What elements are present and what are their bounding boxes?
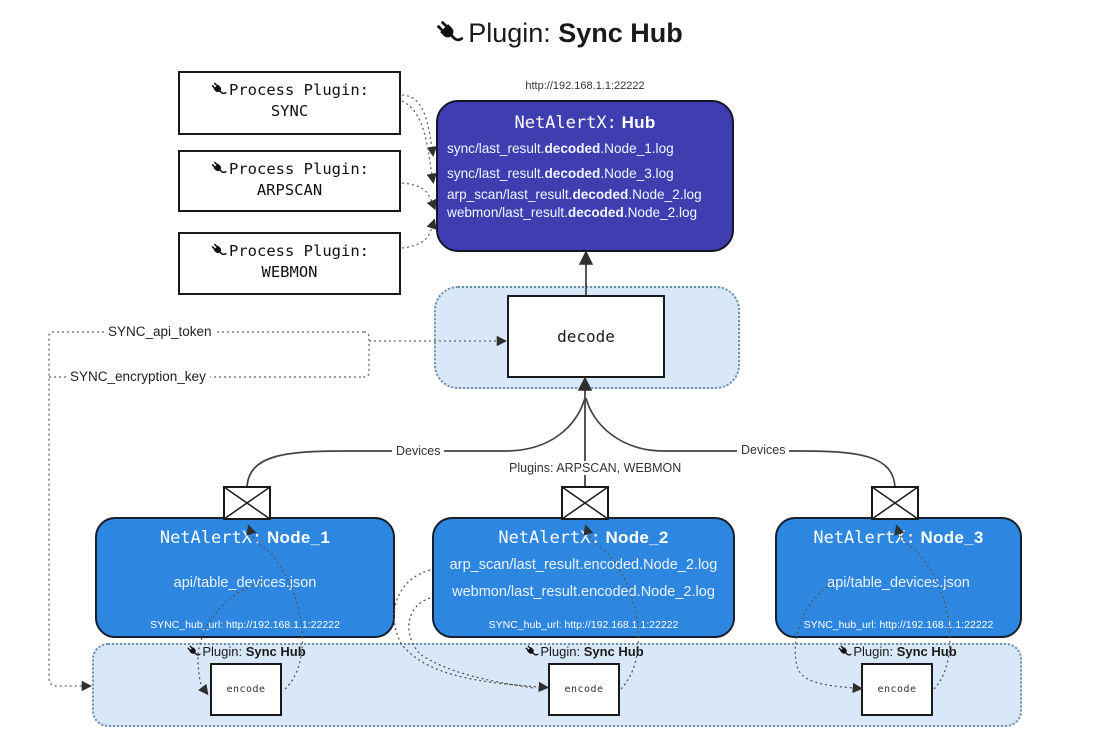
- node-hub-url: SYNC_hub_url: http://192.168.1.1:22222: [803, 619, 994, 631]
- process-plugin-box-sync: Process Plugin: SYNC: [178, 71, 401, 135]
- plug-icon: [210, 160, 227, 177]
- process-plugin-box-webmon: Process Plugin: WEBMON: [178, 232, 401, 295]
- encode-box-3: encode: [861, 663, 933, 716]
- process-plugin-name: WEBMON: [261, 263, 318, 281]
- plug-icon: [524, 644, 539, 659]
- plug-icon: [837, 644, 852, 659]
- page-title-name: Sync Hub: [558, 18, 683, 48]
- sync-encryption-key-label: SYNC_encryption_key: [66, 369, 210, 384]
- encode-label: encode: [226, 684, 266, 695]
- hub-title: NetAlertX: Hub: [438, 113, 732, 133]
- encoder-plugin-label-3: Plugin: Sync Hub: [817, 644, 977, 659]
- node-box-1: NetAlertX: Node_1 api/table_devices.json…: [95, 517, 395, 638]
- node-title: NetAlertX: Node_1: [159, 528, 331, 548]
- encode-label: encode: [877, 684, 917, 695]
- process-plugin-name: ARPSCAN: [256, 181, 323, 199]
- page-title: Plugin: Sync Hub: [0, 18, 1117, 49]
- plugin-to-hub-wires: [401, 94, 437, 249]
- plug-icon: [434, 18, 464, 48]
- sync-api-token-label: SYNC_api_token: [104, 324, 216, 339]
- node-file: api/table_devices.json: [827, 575, 970, 591]
- encode-box-1: encode: [210, 663, 282, 716]
- process-plugin-label: Process Plugin:: [229, 81, 369, 99]
- hub-file-line: arp_scan/last_result.decoded.Node_2.log: [447, 187, 702, 202]
- decode-label: decode: [557, 327, 615, 346]
- encoder-plugin-label-1: Plugin: Sync Hub: [166, 644, 326, 659]
- hub-title-mono: NetAlertX:: [514, 113, 617, 133]
- node-file: arp_scan/last_result.encoded.Node_2.log: [449, 557, 718, 573]
- process-plugin-label: Process Plugin:: [229, 160, 369, 178]
- decode-box: decode: [507, 295, 665, 378]
- node-title: NetAlertX: Node_2: [498, 528, 669, 548]
- hub-title-name: Hub: [621, 113, 656, 132]
- encoder-plugin-label-2: Plugin: Sync Hub: [504, 644, 664, 659]
- process-plugin-box-arpscan: Process Plugin: ARPSCAN: [178, 150, 401, 212]
- devices-label-right: Devices: [737, 443, 790, 457]
- node-hub-url: SYNC_hub_url: http://192.168.1.1:22222: [488, 619, 679, 631]
- hub-box: NetAlertX: Hub sync/last_result.decoded.…: [436, 100, 734, 252]
- encode-box-2: encode: [548, 663, 620, 716]
- node-title: NetAlertX: Node_3: [813, 528, 984, 548]
- encode-label: encode: [564, 684, 604, 695]
- devices-label-left: Devices: [392, 444, 445, 458]
- envelope-icon: [561, 486, 609, 520]
- plug-icon: [186, 644, 201, 659]
- node-file: webmon/last_result.encoded.Node_2.log: [452, 584, 715, 600]
- node-file: api/table_devices.json: [173, 575, 317, 591]
- node-box-2: NetAlertX: Node_2 arp_scan/last_result.e…: [432, 517, 735, 638]
- process-plugin-label: Process Plugin:: [229, 242, 369, 260]
- envelope-icon: [871, 486, 919, 520]
- node-hub-url: SYNC_hub_url: http://192.168.1.1:22222: [150, 619, 340, 631]
- page-title-prefix: Plugin:: [468, 18, 551, 48]
- plug-icon: [210, 81, 227, 98]
- hub-url-label: http://192.168.1.1:22222: [525, 80, 645, 92]
- hub-file-line: sync/last_result.decoded.Node_3.log: [447, 166, 674, 181]
- process-plugin-name: SYNC: [270, 102, 309, 120]
- hub-file-line: sync/last_result.decoded.Node_1.log: [447, 141, 674, 156]
- hub-file-line: webmon/last_result.decoded.Node_2.log: [447, 205, 698, 220]
- node-box-3: NetAlertX: Node_3 api/table_devices.json…: [775, 517, 1022, 638]
- plugins-label-center: Plugins: ARPSCAN, WEBMON: [505, 461, 686, 475]
- envelope-icon: [223, 486, 271, 520]
- plug-icon: [210, 242, 227, 259]
